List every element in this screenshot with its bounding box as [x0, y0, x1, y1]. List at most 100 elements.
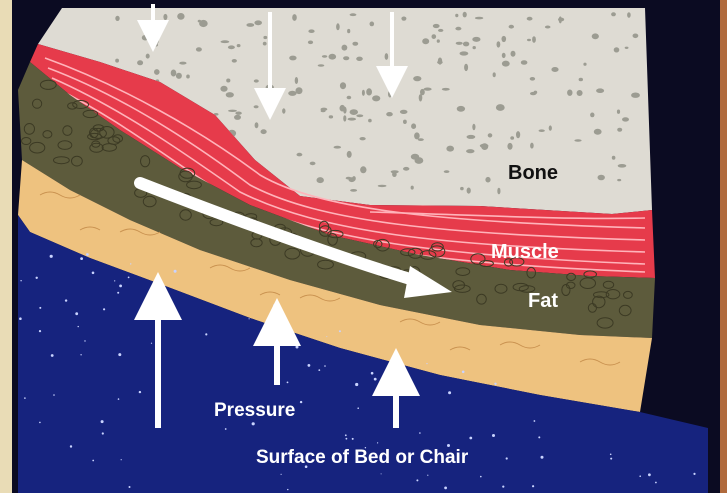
- bone-pore: [472, 37, 480, 42]
- bone-pore: [539, 129, 545, 132]
- surface-speckle: [20, 280, 21, 281]
- bone-pore: [288, 91, 296, 96]
- bone-pore: [497, 188, 500, 195]
- bone-pore: [350, 189, 357, 192]
- bone-pore: [627, 12, 631, 18]
- bone-pore: [378, 185, 387, 187]
- label-muscle: Muscle: [491, 241, 559, 263]
- bone-pore: [235, 112, 241, 115]
- surface-speckle: [117, 292, 119, 294]
- surface-speckle: [92, 272, 95, 275]
- bone-pore: [473, 46, 476, 49]
- bone-pore: [521, 60, 528, 65]
- bone-pore: [347, 96, 352, 100]
- bone-pore: [480, 144, 489, 148]
- bone-pore: [456, 42, 463, 45]
- bone-pore: [263, 42, 267, 46]
- surface-speckle: [541, 456, 544, 459]
- surface-speckle: [416, 479, 418, 481]
- bone-pore: [372, 95, 380, 101]
- surface-speckle: [283, 330, 285, 332]
- bone-pore: [419, 94, 423, 101]
- bone-pore: [496, 104, 505, 111]
- bone-pore: [352, 42, 358, 46]
- bone-pore: [228, 110, 237, 112]
- bone-pore: [574, 139, 581, 141]
- bone-pore: [348, 118, 356, 121]
- bone-pore: [352, 176, 356, 181]
- bone-pore: [228, 45, 235, 49]
- surface-speckle: [24, 397, 26, 399]
- surface-speckle: [693, 473, 695, 475]
- bone-pore: [464, 64, 468, 71]
- bone-pore: [507, 143, 512, 150]
- bone-pore: [444, 170, 450, 173]
- bone-pore: [631, 93, 640, 98]
- surface-speckle: [174, 270, 177, 273]
- surface-speckle: [371, 372, 374, 375]
- bone-pore: [488, 133, 493, 137]
- bone-pore: [221, 40, 230, 43]
- bone-pore: [549, 125, 552, 130]
- bone-pore: [163, 14, 167, 20]
- surface-speckle: [78, 326, 79, 327]
- surface-speckle: [610, 454, 612, 456]
- bone-pore: [255, 122, 259, 128]
- surface-speckle: [374, 378, 377, 381]
- surface-speckle: [318, 369, 320, 371]
- bone-pore: [598, 175, 605, 181]
- surface-speckle: [538, 436, 540, 438]
- bone-pore: [493, 72, 496, 77]
- surface-speckle: [36, 277, 38, 279]
- surface-speckle: [648, 473, 651, 476]
- surface-speckle: [426, 363, 427, 364]
- surface-speckle: [462, 371, 465, 374]
- bone-pore: [530, 143, 534, 149]
- bone-pore: [179, 62, 186, 65]
- bone-pore: [509, 25, 514, 29]
- bone-pore: [356, 57, 363, 61]
- bone-pore: [360, 137, 366, 140]
- bone-pore: [551, 67, 558, 72]
- bone-pore: [472, 124, 475, 130]
- surface-speckle: [610, 458, 612, 460]
- surface-speckle: [53, 394, 55, 396]
- label-pressure: Pressure: [214, 400, 295, 421]
- bone-pore: [336, 23, 340, 30]
- bone-pore: [177, 13, 184, 20]
- bone-pore: [502, 36, 507, 42]
- bone-pore: [622, 117, 629, 121]
- bone-pore: [340, 82, 346, 89]
- bone-pore: [154, 69, 160, 75]
- surface-speckle: [118, 398, 120, 400]
- surface-speckle: [494, 383, 496, 385]
- bone-pore: [432, 34, 437, 39]
- surface-speckle: [339, 330, 341, 332]
- surface-speckle: [385, 392, 386, 393]
- bone-pore: [625, 47, 629, 49]
- bone-pore: [438, 29, 443, 32]
- surface-speckle: [357, 407, 359, 409]
- bone-pore: [232, 59, 237, 63]
- bone-pore: [171, 70, 177, 77]
- bone-pore: [360, 166, 366, 173]
- surface-speckle: [281, 474, 282, 475]
- bone-pore: [237, 44, 241, 47]
- bone-pore: [289, 56, 296, 61]
- surface-speckle: [70, 445, 72, 447]
- bone-pore: [346, 177, 352, 180]
- bone-pore: [567, 90, 572, 96]
- bone-pore: [186, 75, 190, 79]
- surface-speckle: [51, 354, 54, 357]
- surface-speckle: [139, 391, 141, 393]
- bone-pore: [254, 79, 259, 82]
- surface-speckle: [249, 318, 250, 319]
- bone-pore: [334, 146, 342, 149]
- bone-pore: [418, 138, 424, 141]
- surface-speckle: [80, 354, 81, 355]
- surface-speckle: [39, 330, 41, 332]
- surface-speckle: [326, 336, 327, 337]
- bone-pore: [254, 20, 262, 25]
- surface-speckle: [252, 422, 255, 425]
- right-edge-strip: [720, 0, 727, 493]
